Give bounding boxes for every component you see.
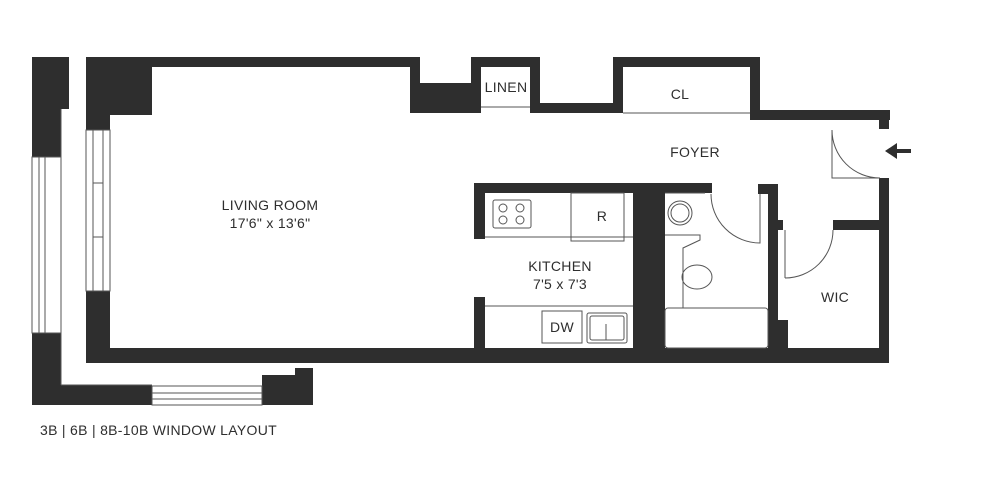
kitchen-label: KITCHEN 7'5 x 7'3 (510, 257, 610, 293)
fixtures (31, 106, 881, 406)
kitchen-name: KITCHEN (528, 258, 592, 274)
kitchen-dimensions: 7'5 x 7'3 (533, 276, 587, 292)
living-room-dimensions: 17'6" x 13'6" (229, 215, 311, 231)
wic-label: WIC (820, 289, 850, 305)
refrigerator-label: R (596, 208, 608, 224)
living-room-name: LIVING ROOM (221, 197, 319, 213)
window-layout-caption: 3B | 6B | 8B-10B WINDOW LAYOUT (40, 422, 277, 438)
living-room-label: LIVING ROOM 17'6" x 13'6" (200, 196, 340, 232)
foyer-label: FOYER (670, 144, 720, 160)
dishwasher-label: DW (550, 319, 574, 335)
linen-label: LINEN (484, 79, 528, 95)
entry-arrow (885, 143, 911, 159)
walls (32, 57, 890, 405)
closet-label: CL (670, 86, 690, 102)
